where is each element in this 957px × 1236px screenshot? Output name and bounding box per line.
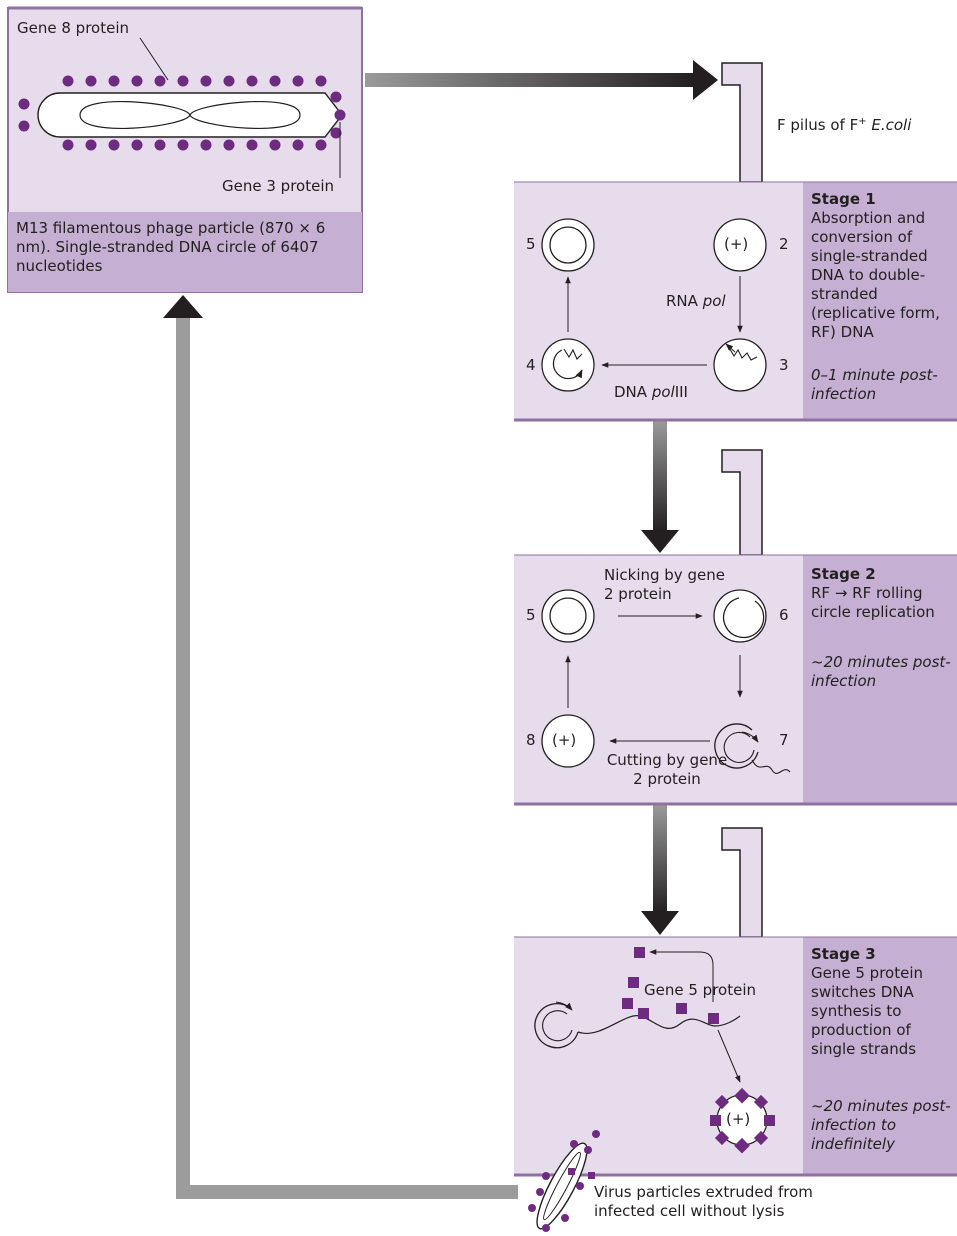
stage2-to-3-arrow-head [641, 911, 679, 935]
f-pilus-3 [721, 827, 763, 938]
stage3-rolling-circle [534, 1001, 741, 1049]
stage2-circle-8 [541, 714, 595, 768]
return-arrow [176, 315, 518, 1199]
gene3-protein-dots [330, 91, 346, 139]
f-pilus-label-sup: + [858, 116, 867, 127]
stage2-side [803, 555, 957, 804]
stage1-circle-4 [541, 338, 595, 392]
stage3-side [803, 937, 957, 1175]
s1-num-5: 5 [526, 235, 536, 253]
stage1-description: Absorption and conversion of single-stra… [811, 209, 940, 341]
stage2-circle-7 [714, 723, 791, 774]
dna-pol-label: DNA polIII [614, 383, 688, 402]
gene5-protein-squares [622, 947, 719, 1024]
rna-pol-italic: pol [702, 292, 726, 310]
stage3-description: Gene 5 protein switches DNA synthesis to… [811, 964, 923, 1058]
stage2-circle-5 [541, 589, 595, 643]
f-pilus-2 [721, 449, 763, 556]
phage-to-pilus-arrow [365, 73, 695, 87]
stage1-to-2-arrow-head [641, 530, 679, 553]
extrusion-label: Virus particles extruded from infected c… [594, 1183, 813, 1220]
s2-num-8: 8 [526, 731, 536, 749]
stage2-circle-6 [713, 589, 767, 643]
gene5-arrow [649, 949, 714, 1002]
phage-to-pilus-arrow-head [693, 60, 718, 100]
extruded-virus-particle [528, 1130, 600, 1232]
phage-caption-band [8, 212, 362, 292]
f-pilus-1 [721, 62, 763, 183]
gene5-label: Gene 5 protein [644, 981, 756, 999]
gene8-protein-dots [18, 75, 327, 151]
stage3-ss-dna-coated [710, 1087, 775, 1154]
dna-pol-italic: pol [651, 383, 675, 401]
s1-num-2: 2 [779, 235, 789, 253]
gene3-label: Gene 3 protein [222, 177, 334, 195]
gene8-label: Gene 8 protein [17, 19, 129, 37]
s2-num-6: 6 [779, 606, 789, 624]
stage1-title: Stage 1 [811, 190, 876, 208]
stage2-description: RF → RF rolling circle replication [811, 584, 935, 621]
f-pilus-label-prefix: F pilus of F [777, 116, 859, 134]
s2-num-7: 7 [779, 731, 789, 749]
stage1-circle-2 [713, 218, 767, 272]
f-pilus-label: F pilus of F+ E.coli [777, 116, 911, 135]
dna-pol-prefix: DNA [614, 383, 652, 401]
ssdna-loop [79, 100, 301, 130]
phage-caption: M13 filamentous phage particle (870 × 6 … [16, 219, 326, 275]
cutting-label: Cutting by gene 2 protein [606, 751, 728, 788]
stage1-circle-5 [541, 218, 595, 272]
s1-num-4: 4 [526, 356, 536, 374]
stage3-time: ~20 minutes post-infection to indefinite… [811, 1097, 951, 1153]
return-arrow-head [163, 295, 203, 318]
s3-plus: (+) [726, 1110, 751, 1128]
dna-pol-suffix: III [674, 383, 688, 401]
stage1-circle-3 [713, 338, 767, 392]
stage2-title: Stage 2 [811, 565, 876, 583]
s1-plus: (+) [724, 235, 749, 253]
f-pilus-species: E.coli [871, 116, 912, 134]
nicking-label: Nicking by gene 2 protein [604, 566, 725, 603]
stage3-title: Stage 3 [811, 945, 876, 963]
s1-num-3: 3 [779, 356, 789, 374]
s3-arrow-to-ss [717, 1029, 741, 1083]
s2-num-5: 5 [526, 606, 536, 624]
rna-pol-prefix: RNA [666, 292, 703, 310]
rna-pol-label: RNA pol [666, 292, 726, 311]
gene8-pointer [139, 37, 169, 81]
stage1-to-2-arrow [653, 420, 667, 532]
stage1-time: 0–1 minute post-infection [811, 366, 938, 403]
stage2-time: ~20 minutes post-infection [811, 653, 951, 690]
s2-plus: (+) [552, 731, 577, 749]
stage2-to-3-arrow [653, 804, 667, 914]
stage1-side [803, 182, 957, 420]
